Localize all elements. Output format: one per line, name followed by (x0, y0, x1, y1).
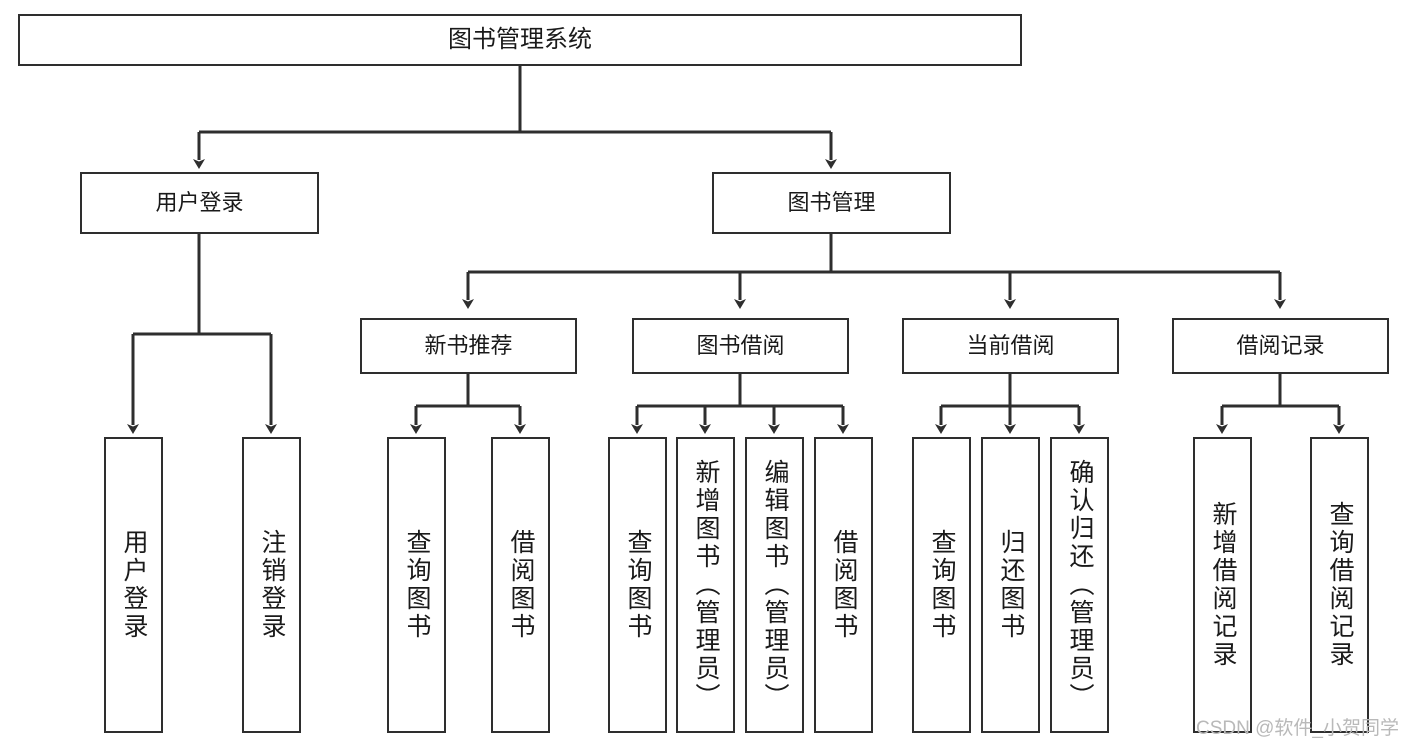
node-leaf-add-book-admin[interactable]: 新增图书（管理员） (676, 437, 735, 733)
node-leaf-query-book-2-label: 查询图书 (624, 529, 652, 641)
node-leaf-borrow-book-2-label: 借阅图书 (830, 529, 858, 641)
node-leaf-add-book-admin-label: 新增图书（管理员） (692, 459, 720, 711)
node-leaf-edit-book-admin[interactable]: 编辑图书（管理员） (745, 437, 804, 733)
node-new-book-recommend[interactable]: 新书推荐 (360, 318, 577, 374)
node-leaf-edit-book-admin-label: 编辑图书（管理员） (761, 459, 789, 711)
node-book-borrow[interactable]: 图书借阅 (632, 318, 849, 374)
node-book-manage[interactable]: 图书管理 (712, 172, 951, 234)
node-leaf-query-book-1[interactable]: 查询图书 (387, 437, 446, 733)
node-leaf-confirm-return-admin-label: 确认归还（管理员） (1066, 459, 1094, 711)
node-leaf-logout[interactable]: 注销登录 (242, 437, 301, 733)
node-root-system-label: 图书管理系统 (448, 26, 592, 53)
node-leaf-return-book[interactable]: 归还图书 (981, 437, 1040, 733)
node-leaf-user-login[interactable]: 用户登录 (104, 437, 163, 733)
node-book-manage-label: 图书管理 (787, 190, 876, 216)
node-user-login-label: 用户登录 (155, 190, 244, 216)
node-borrow-record[interactable]: 借阅记录 (1172, 318, 1389, 374)
node-leaf-borrow-book-1-label: 借阅图书 (507, 529, 535, 641)
node-book-borrow-label: 图书借阅 (696, 333, 785, 359)
node-leaf-query-book-3-label: 查询图书 (928, 529, 956, 641)
node-new-book-recommend-label: 新书推荐 (424, 333, 513, 359)
node-user-login[interactable]: 用户登录 (80, 172, 319, 234)
node-leaf-query-record[interactable]: 查询借阅记录 (1310, 437, 1369, 733)
node-leaf-query-book-3[interactable]: 查询图书 (912, 437, 971, 733)
node-leaf-user-login-label: 用户登录 (120, 529, 148, 641)
node-leaf-add-record[interactable]: 新增借阅记录 (1193, 437, 1252, 733)
node-root-system[interactable]: 图书管理系统 (18, 14, 1022, 66)
node-leaf-borrow-book-1[interactable]: 借阅图书 (491, 437, 550, 733)
node-leaf-query-record-label: 查询借阅记录 (1326, 501, 1354, 669)
node-current-borrow-label: 当前借阅 (966, 333, 1055, 359)
node-current-borrow[interactable]: 当前借阅 (902, 318, 1119, 374)
node-leaf-confirm-return-admin[interactable]: 确认归还（管理员） (1050, 437, 1109, 733)
node-leaf-add-record-label: 新增借阅记录 (1209, 501, 1237, 669)
node-leaf-return-book-label: 归还图书 (997, 529, 1025, 641)
node-leaf-query-book-1-label: 查询图书 (403, 529, 431, 641)
node-leaf-logout-label: 注销登录 (258, 529, 286, 641)
node-leaf-borrow-book-2[interactable]: 借阅图书 (814, 437, 873, 733)
node-leaf-query-book-2[interactable]: 查询图书 (608, 437, 667, 733)
node-borrow-record-label: 借阅记录 (1236, 333, 1325, 359)
